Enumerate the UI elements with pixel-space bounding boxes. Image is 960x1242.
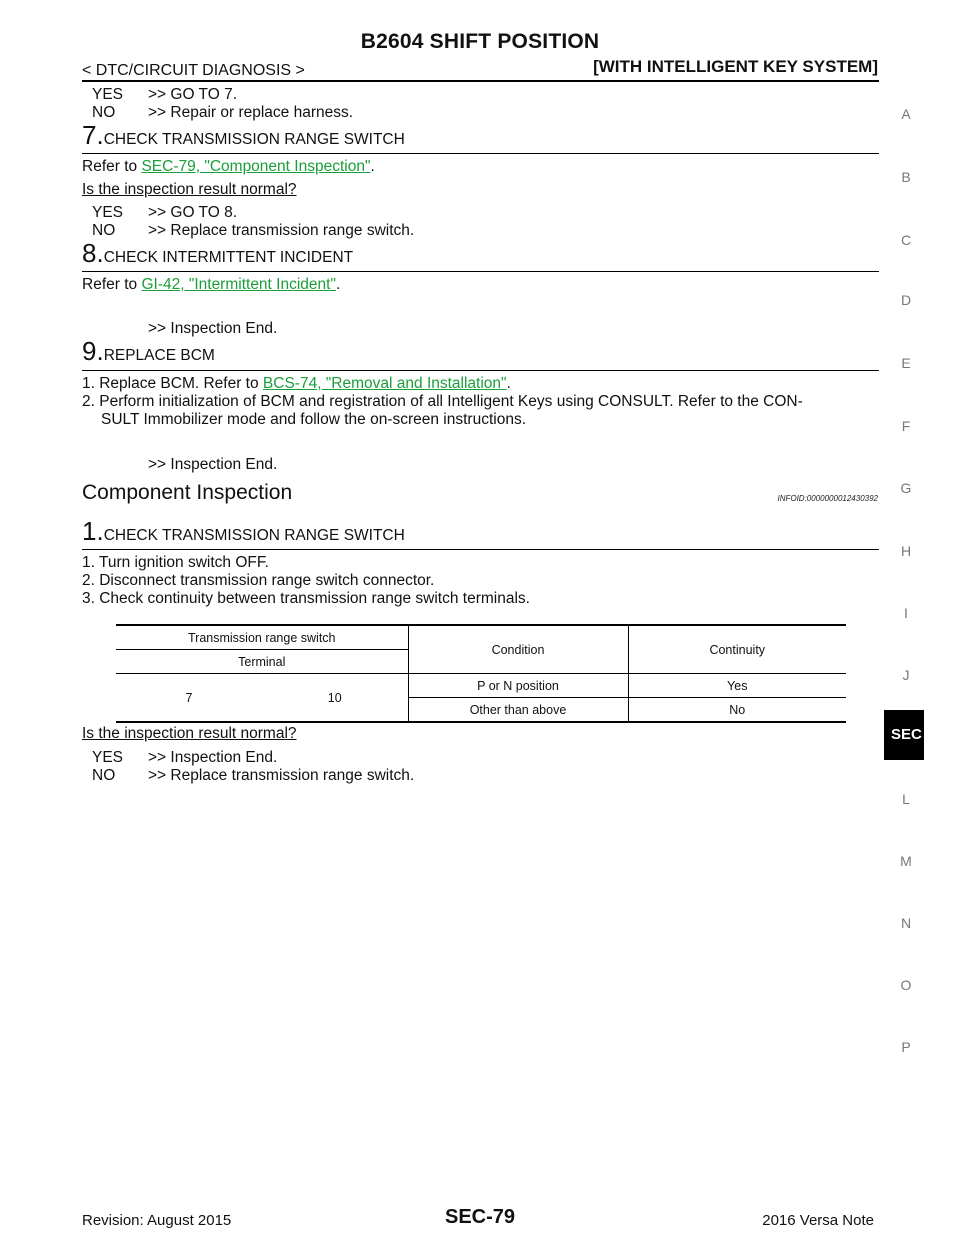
side-index-o[interactable]: O <box>900 977 912 993</box>
side-index-d[interactable]: D <box>900 292 912 308</box>
yes-text: >> GO TO 7. <box>148 86 238 103</box>
ci-step1-heading: 1.CHECK TRANSMISSION RANGE SWITCH <box>82 516 405 547</box>
step7-question: Is the inspection result normal? <box>82 181 297 198</box>
step9-item1: 1. Replace BCM. Refer to BCS-74, "Remova… <box>82 375 511 393</box>
step-divider <box>82 370 879 371</box>
side-index-h[interactable]: H <box>900 543 912 559</box>
header-divider <box>82 80 879 82</box>
step7-heading: 7.CHECK TRANSMISSION RANGE SWITCH <box>82 120 405 151</box>
side-tab-sec[interactable]: SEC <box>884 710 924 760</box>
ci-item2: 2. Disconnect transmission range switch … <box>82 572 435 589</box>
ref-suffix: . <box>335 276 341 293</box>
step-divider <box>82 271 879 272</box>
condition-cell: P or N position <box>408 673 629 698</box>
terminal-b: 10 <box>262 673 409 722</box>
step7-no: NO >> Replace transmission range switch. <box>92 222 414 240</box>
side-index-f[interactable]: F <box>901 418 911 434</box>
step-number: 1. <box>82 516 104 546</box>
step-number: 7. <box>82 120 104 150</box>
step9-heading: 9.REPLACE BCM <box>82 336 215 367</box>
page-title: B2604 SHIFT POSITION <box>360 30 600 53</box>
ref-suffix: . <box>370 158 375 175</box>
step9-end: >> Inspection End. <box>148 456 278 473</box>
footer-revision: Revision: August 2015 <box>82 1212 232 1229</box>
continuity-cell: No <box>729 702 746 717</box>
ci-item3: 3. Check continuity between transmission… <box>82 590 530 607</box>
no-label: NO <box>92 767 116 784</box>
yes-text: >> Inspection End. <box>148 749 278 766</box>
step7-reference: Refer to SEC-79, "Component Inspection". <box>82 158 375 176</box>
step6-yes: YES >> GO TO 7. <box>92 86 237 104</box>
side-index-b[interactable]: B <box>901 169 911 185</box>
step-divider <box>82 549 879 550</box>
no-text: >> Replace transmission range switch. <box>148 767 415 784</box>
step9-item2-line1: 2. Perform initialization of BCM and reg… <box>82 393 803 410</box>
section-breadcrumb: < DTC/CIRCUIT DIAGNOSIS > <box>82 62 305 79</box>
side-index-l[interactable]: L <box>902 791 910 807</box>
link-sec-79-component-inspection[interactable]: SEC-79, "Component Inspection" <box>141 158 371 175</box>
ci-question: Is the inspection result normal? <box>82 725 297 742</box>
step7-yes: YES >> GO TO 8. <box>92 204 237 222</box>
side-index-p[interactable]: P <box>901 1039 911 1055</box>
no-label: NO <box>92 222 116 239</box>
item-text: 1. Replace BCM. Refer to <box>82 375 263 392</box>
side-index-a[interactable]: A <box>901 106 911 122</box>
ref-prefix: Refer to <box>82 158 142 175</box>
ci-yes: YES >> Inspection End. <box>92 749 277 767</box>
step8-reference: Refer to GI-42, "Intermittent Incident". <box>82 276 340 294</box>
terminal-a: 7 <box>185 690 193 705</box>
no-text: >> Replace transmission range switch. <box>148 222 415 239</box>
item-suffix: . <box>506 375 511 392</box>
step-divider <box>82 153 879 154</box>
side-index-m[interactable]: M <box>900 853 912 869</box>
step-title: REPLACE BCM <box>103 347 215 364</box>
table-row: Other than above No <box>116 697 846 722</box>
system-label: [WITH INTELLIGENT KEY SYSTEM] <box>593 57 878 76</box>
ci-item1: 1. Turn ignition switch OFF. <box>82 554 269 571</box>
step-number: 9. <box>82 336 104 366</box>
footer-model: 2016 Versa Note <box>762 1212 874 1229</box>
side-index-g[interactable]: G <box>900 480 912 496</box>
step-title: CHECK TRANSMISSION RANGE SWITCH <box>103 131 405 148</box>
ref-prefix: Refer to <box>82 276 142 293</box>
table-header-row: Transmission range switch Condition Cont… <box>116 625 846 674</box>
condition-cell: Other than above <box>408 697 629 722</box>
step6-no: NO >> Repair or replace harness. <box>92 104 353 122</box>
step9-item2-line2: SULT Immobilizer mode and follow the on-… <box>101 411 527 428</box>
yes-label: YES <box>92 86 124 103</box>
yes-label: YES <box>92 204 124 221</box>
step-number: 8. <box>82 238 104 268</box>
table-row: 7 10 P or N position Yes <box>116 673 846 722</box>
info-id: INFOID:0000000012430392 <box>777 494 878 503</box>
no-label: NO <box>92 104 116 121</box>
section-heading: Component Inspection <box>82 481 293 504</box>
step-title: CHECK TRANSMISSION RANGE SWITCH <box>103 527 405 544</box>
side-index-i[interactable]: I <box>904 605 908 621</box>
header-transmission-range-switch: Transmission range switch <box>116 625 409 650</box>
step-title: CHECK INTERMITTENT INCIDENT <box>103 249 354 266</box>
yes-label: YES <box>92 749 124 766</box>
header-condition: Condition <box>408 625 629 674</box>
ci-no: NO >> Replace transmission range switch. <box>92 767 414 785</box>
step8-end: >> Inspection End. <box>148 320 278 337</box>
yes-text: >> GO TO 8. <box>148 204 238 221</box>
side-index-n[interactable]: N <box>900 915 912 931</box>
link-gi-42-intermittent-incident[interactable]: GI-42, "Intermittent Incident" <box>141 276 336 293</box>
step8-heading: 8.CHECK INTERMITTENT INCIDENT <box>82 238 353 269</box>
footer-page-number: SEC-79 <box>444 1206 516 1228</box>
side-index-c[interactable]: C <box>900 232 912 248</box>
continuity-cell: Yes <box>727 678 748 693</box>
side-index-e[interactable]: E <box>901 355 911 371</box>
continuity-table: Transmission range switch Condition Cont… <box>116 624 846 723</box>
side-index-j[interactable]: J <box>902 667 910 683</box>
header-terminal: Terminal <box>116 649 409 674</box>
link-bcs-74-removal-installation[interactable]: BCS-74, "Removal and Installation" <box>262 375 507 392</box>
no-text: >> Repair or replace harness. <box>148 104 354 121</box>
header-continuity: Continuity <box>709 642 766 657</box>
